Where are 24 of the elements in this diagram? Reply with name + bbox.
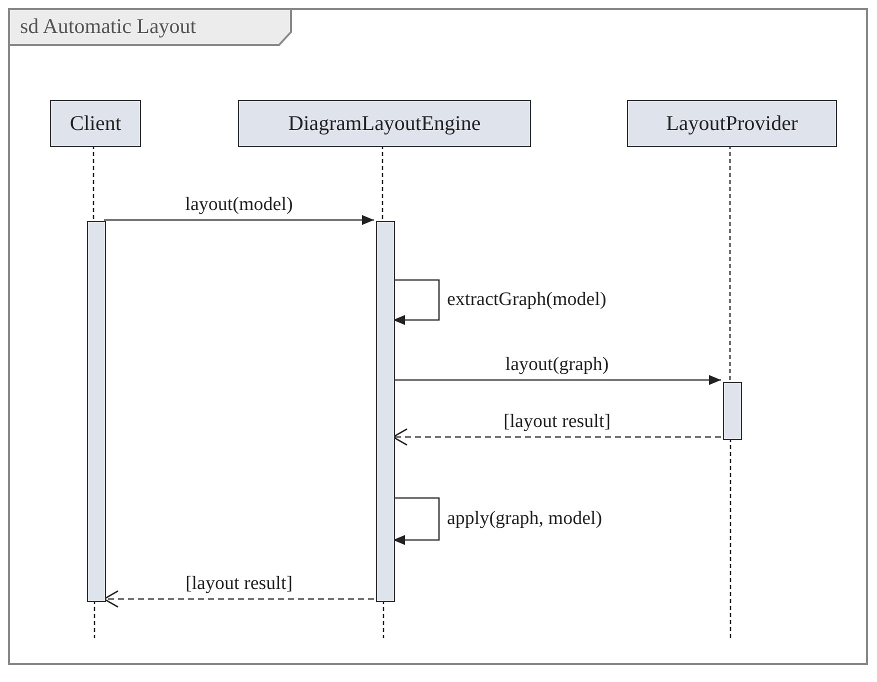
- lifeline-head: DiagramLayoutEngine: [238, 100, 531, 147]
- message-label: extractGraph(model): [445, 289, 608, 311]
- self-message-arrow: [393, 497, 440, 545]
- lifeline: [730, 438, 732, 638]
- activation-bar: [87, 221, 106, 602]
- activation-bar: [376, 221, 395, 602]
- lifeline: [382, 145, 384, 219]
- lifeline-head: Client: [50, 100, 141, 147]
- message-label: layout(model): [183, 194, 295, 216]
- lifeline: [92, 145, 94, 219]
- message-arrow: [104, 215, 374, 225]
- activation-bar: [723, 382, 742, 440]
- lifeline: [94, 600, 96, 638]
- lifeline-head: LayoutProvider: [627, 100, 837, 147]
- lifeline: [382, 600, 384, 638]
- frame-title: sd Automatic Layout: [20, 14, 196, 39]
- frame: [8, 8, 868, 665]
- message-label: apply(graph, model): [445, 508, 604, 530]
- message-arrow: [393, 375, 721, 385]
- return-message-arrow: [103, 590, 374, 608]
- return-message-arrow: [392, 428, 721, 446]
- self-message-arrow: [393, 279, 440, 325]
- message-label: layout(graph): [503, 354, 611, 376]
- lifeline: [729, 145, 731, 380]
